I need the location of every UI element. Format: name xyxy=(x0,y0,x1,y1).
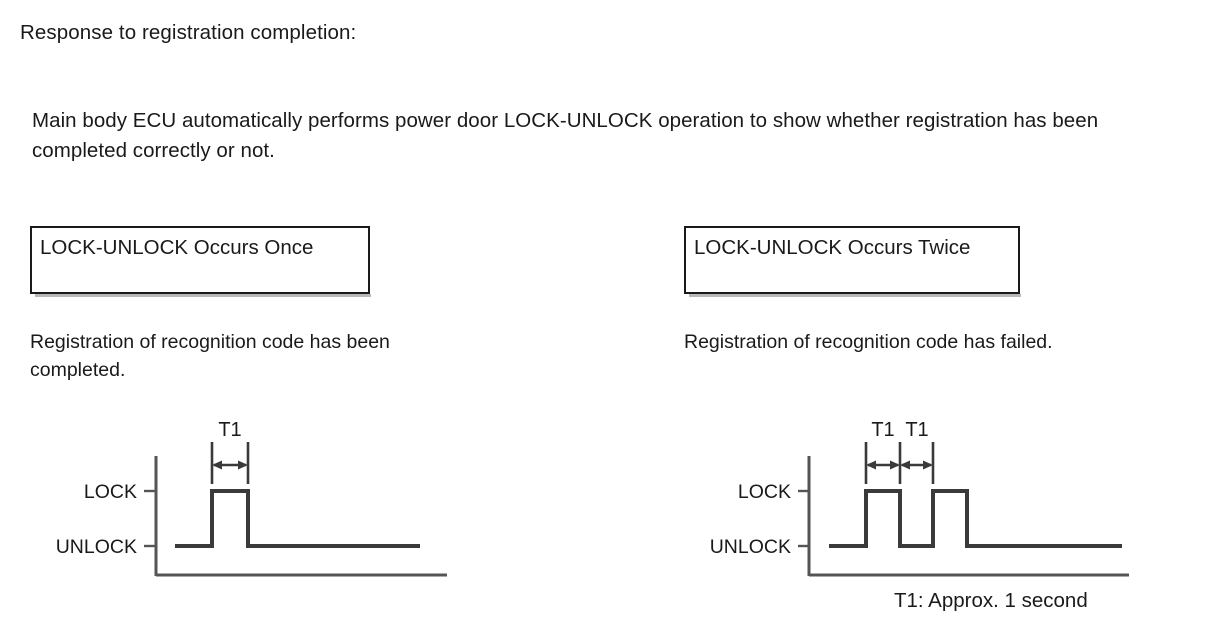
dimension-arrow-t1-second xyxy=(900,460,933,470)
dimension-arrow-t1-first xyxy=(866,460,900,470)
timing-chart-once: LOCK UNLOCK T1 xyxy=(0,412,470,592)
axis-label-unlock: UNLOCK xyxy=(710,536,791,558)
timing-chart-twice-svg: LOCK UNLOCK xyxy=(710,419,1129,577)
dimension-arrow-t1 xyxy=(212,460,248,470)
timing-chart-once-svg: LOCK UNLOCK T1 xyxy=(56,419,447,577)
panel-lock-unlock-once: LOCK-UNLOCK Occurs Once Registration of … xyxy=(30,226,630,384)
page-heading: Response to registration completion: xyxy=(20,21,357,44)
signal-trace xyxy=(829,489,1122,548)
axis-label-lock: LOCK xyxy=(738,481,791,503)
axis-label-unlock: UNLOCK xyxy=(56,536,137,558)
dimension-label-t1: T1 xyxy=(218,419,241,441)
panel-caption-twice: Registration of recognition code has fai… xyxy=(684,331,1053,353)
panel-caption-once: Registration of recognition code has bee… xyxy=(30,331,390,381)
intro-paragraph: Main body ECU automatically performs pow… xyxy=(32,109,1099,162)
footnote-t1-definition: T1: Approx. 1 second xyxy=(894,589,1088,612)
timing-chart-twice: LOCK UNLOCK xyxy=(655,412,1155,592)
panel-box-once: LOCK-UNLOCK Occurs Once xyxy=(30,226,371,297)
panel-box-label-once: LOCK-UNLOCK Occurs Once xyxy=(40,236,314,259)
dimension-label-t1-first: T1 xyxy=(871,419,894,441)
panel-lock-unlock-twice: LOCK-UNLOCK Occurs Twice Registration of… xyxy=(684,226,1208,356)
axis-label-lock: LOCK xyxy=(84,481,137,503)
panel-box-twice: LOCK-UNLOCK Occurs Twice xyxy=(684,226,1021,297)
dimension-label-t1-second: T1 xyxy=(905,419,928,441)
signal-trace xyxy=(175,489,420,548)
panel-box-label-twice: LOCK-UNLOCK Occurs Twice xyxy=(694,236,971,259)
